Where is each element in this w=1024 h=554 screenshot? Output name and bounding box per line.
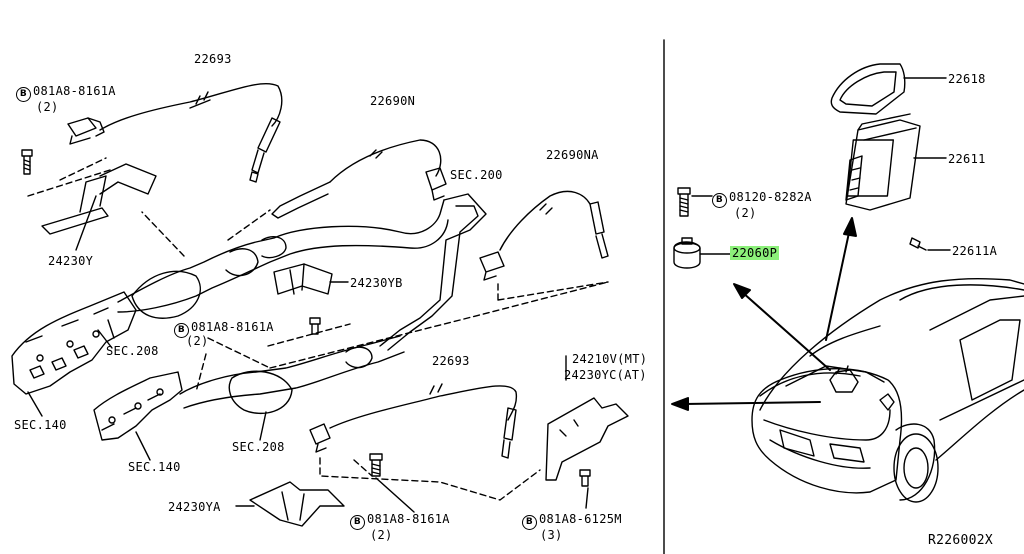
section-label-sec200: SEC.200 — [450, 168, 503, 182]
bracket-icon — [545, 397, 629, 481]
section-label-sec208: SEC.208 — [106, 344, 159, 358]
catalytic-converter-icon — [179, 335, 405, 414]
bolt-part-number: 081A8-8161A — [367, 512, 450, 526]
b-badge: B — [16, 87, 31, 102]
leader-line — [235, 477, 415, 513]
oxygen-sensor-icon[interactable] — [99, 82, 283, 183]
b-badge: B — [174, 323, 189, 338]
part-label-22611a: 22611A — [952, 244, 998, 258]
part-label-22693-top: 22693 — [194, 52, 232, 66]
section-label-sec208: SEC.208 — [232, 440, 285, 454]
highlighted-part-number[interactable]: 22060P — [730, 246, 780, 260]
ecm-module-icon[interactable] — [845, 113, 921, 211]
quantity-label: (2) — [370, 528, 393, 542]
part-label-22611: 22611 — [948, 152, 986, 166]
bolt-icon — [579, 469, 591, 487]
part-label-22060p[interactable]: 22060P — [730, 246, 780, 260]
bolt-part-number: 081A8-6125M — [539, 512, 622, 526]
bolt-icon — [677, 187, 691, 217]
quantity-label: (2) — [36, 100, 59, 114]
oxygen-sensor-icon[interactable] — [479, 190, 609, 281]
bolt-icon — [309, 317, 321, 335]
connector-icon — [67, 117, 105, 145]
ecm-cover-icon — [830, 63, 906, 115]
leader-line — [27, 157, 111, 197]
b-badge: B — [350, 515, 365, 530]
quantity-label: (2) — [186, 334, 209, 348]
leader-line — [319, 457, 541, 501]
knock-sensor-icon[interactable] — [673, 237, 701, 269]
bolt-part-number: 08120-8282A — [729, 190, 812, 204]
leader-line — [565, 355, 589, 509]
part-label-22690n: 22690N — [370, 94, 416, 108]
oxygen-sensor-icon[interactable] — [271, 139, 447, 219]
leader-line — [259, 411, 267, 441]
leader-line — [135, 431, 151, 461]
bolt-icon — [909, 237, 927, 251]
bracket-icon — [249, 481, 345, 527]
leader-line — [141, 209, 271, 257]
bolt-icon — [21, 149, 33, 175]
part-label-24230yc: 24230YC(AT) — [564, 368, 647, 382]
leader-line — [27, 319, 115, 417]
leader-line — [75, 195, 97, 251]
oxygen-sensor-icon[interactable] — [309, 383, 518, 459]
bracket-icon — [273, 263, 333, 295]
bolt-part-number: 081A8-8161A — [33, 84, 116, 98]
b-badge: B — [712, 193, 727, 208]
part-label-24230yb: 24230YB — [350, 276, 403, 290]
catalytic-converter-icon — [117, 199, 449, 319]
vehicle-icon — [751, 277, 1024, 503]
leader-line — [267, 281, 609, 369]
quantity-label: (3) — [540, 528, 563, 542]
exhaust-pipe-icon — [379, 193, 487, 351]
exhaust-manifold-icon — [11, 291, 137, 395]
part-label-24230y: 24230Y — [48, 254, 94, 268]
exhaust-manifold-icon — [93, 371, 183, 441]
bolt-icon — [369, 453, 383, 477]
bracket-icon — [41, 163, 157, 235]
part-label-22693-bottom: 22693 — [432, 354, 470, 368]
part-label-24210v: 24210V(MT) — [572, 352, 648, 366]
b-badge: B — [522, 515, 537, 530]
bolt-part-number: 081A8-8161A — [191, 320, 274, 334]
section-label-sec140: SEC.140 — [128, 460, 181, 474]
part-label-24230ya: 24230YA — [168, 500, 221, 514]
diagram-code: R226002X — [928, 533, 994, 548]
part-label-22690na: 22690NA — [546, 148, 599, 162]
section-label-sec140: SEC.140 — [14, 418, 67, 432]
arrow-icon — [671, 217, 857, 411]
quantity-label: (2) — [734, 206, 757, 220]
part-label-22618: 22618 — [948, 72, 986, 86]
